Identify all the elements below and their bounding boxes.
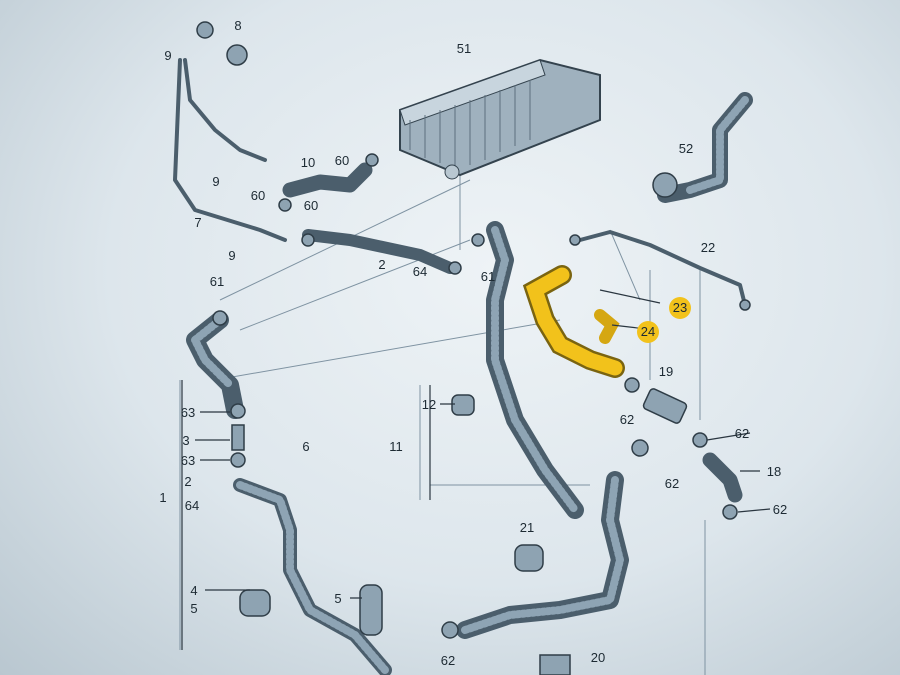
part-label-6: 6 [302, 439, 309, 454]
part-label-12: 12 [422, 397, 436, 412]
part-label-62: 62 [773, 502, 787, 517]
part-label-18: 18 [767, 464, 781, 479]
part-label-63: 63 [181, 405, 195, 420]
highlight-circles [637, 297, 691, 343]
part-label-5: 5 [334, 591, 341, 606]
part-label-7: 7 [194, 215, 201, 230]
part-label-62: 62 [735, 426, 749, 441]
part-label-23: 23 [673, 300, 687, 315]
part-label-63: 63 [181, 453, 195, 468]
highlighted-hose-23 [522, 265, 625, 378]
part-label-64: 64 [185, 498, 199, 513]
part-label-1: 1 [159, 490, 166, 505]
part-label-22: 22 [701, 240, 715, 255]
part-label-60: 60 [335, 153, 349, 168]
hoses [173, 58, 753, 675]
part-label-62: 62 [441, 653, 455, 668]
part-label-4: 4 [190, 583, 197, 598]
part-label-51: 51 [457, 41, 471, 56]
fittings [196, 21, 751, 675]
part-label-62: 62 [620, 412, 634, 427]
part-label-60: 60 [304, 198, 318, 213]
part-label-62: 62 [665, 476, 679, 491]
part-label-9: 9 [164, 48, 171, 63]
part-label-5: 5 [190, 601, 197, 616]
part-label-9: 9 [228, 248, 235, 263]
part-label-11: 11 [389, 439, 403, 454]
part-label-10: 10 [301, 155, 315, 170]
part-label-20: 20 [591, 650, 605, 665]
part-label-8: 8 [234, 18, 241, 33]
part-label-60: 60 [251, 188, 265, 203]
part-label-2: 2 [184, 474, 191, 489]
part-label-64: 64 [413, 264, 427, 279]
part-label-2: 2 [378, 257, 385, 272]
part-label-9: 9 [212, 174, 219, 189]
part-label-52: 52 [679, 141, 693, 156]
part-label-61: 61 [481, 269, 495, 284]
part-label-3: 3 [182, 433, 189, 448]
part-label-21: 21 [520, 520, 534, 535]
part-label-61: 61 [210, 274, 224, 289]
leader-lines [181, 289, 771, 650]
heat-exchanger-51 [399, 58, 601, 180]
part-label-24: 24 [641, 324, 655, 339]
part-label-19: 19 [659, 364, 673, 379]
